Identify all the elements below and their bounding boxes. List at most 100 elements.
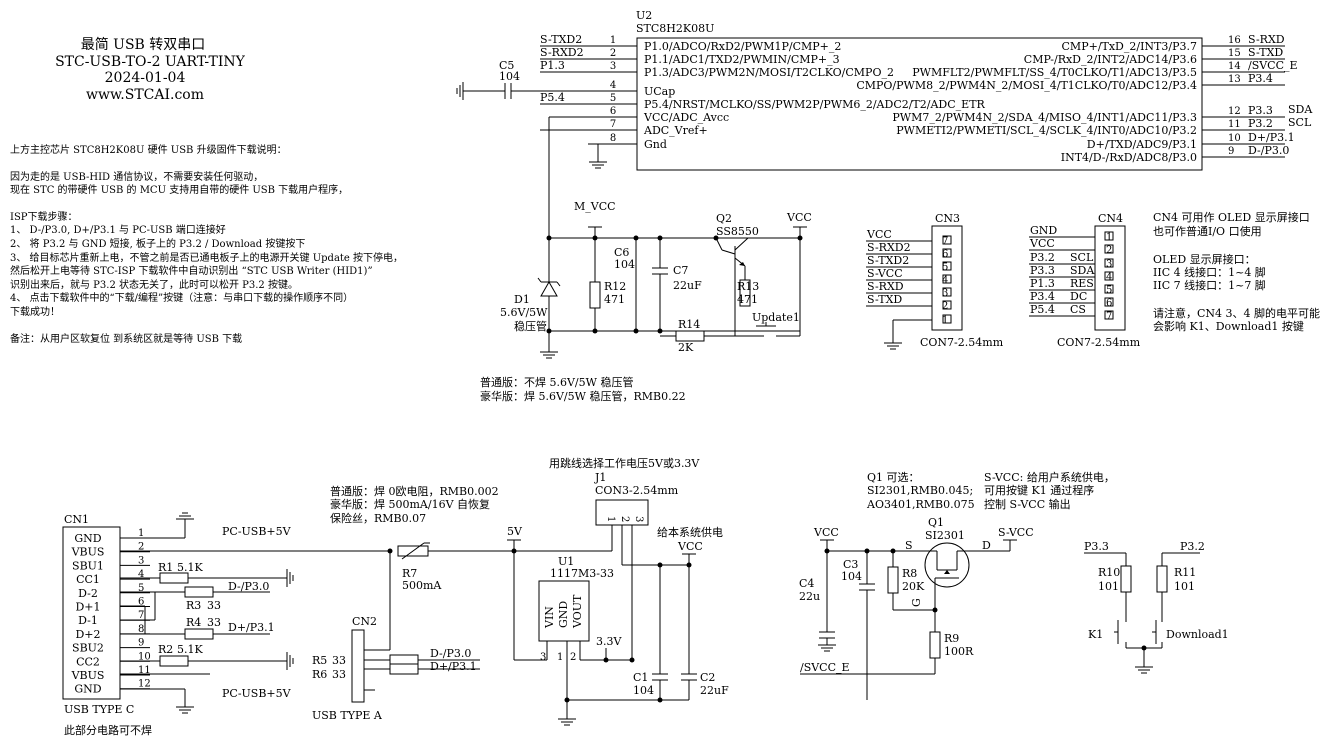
u2-left-pin-name: P5.4/NRST/MCLKO/SS/PWM2P/PWM6_2/ADC2/T2/… [644,98,986,111]
u1-pinnum-vin: 3 [540,652,546,663]
cn4-pin-num: 5 [1106,285,1112,296]
q1-g-label: G [910,598,923,607]
u2-right-pin-name: PWMETI2/PWMETI/SCL_4/SCLK_4/INT0/ADC10/P… [896,124,1197,137]
u2-right-net: S-TXD [1248,46,1283,59]
cn4-net: P3.4 [1030,290,1055,303]
q1-note-2: SI2301,RMB0.045; [867,484,973,497]
q1-ref: Q1 [928,516,944,529]
r7-value: 500mA [402,579,442,592]
r6-ref: R6 [312,668,327,681]
j1-pin-2: 2 [619,516,630,522]
u2-left-pin-name: ADC_Vref+ [643,124,708,137]
supply-label: 给本系统供电 [657,525,723,539]
u2-left-pin-name: Gnd [644,138,667,151]
cn4-pin-num: 2 [1106,245,1112,256]
c2-value: 22uF [700,684,729,697]
cn1-pin-name: D+1 [75,601,100,614]
u2-left-pins: 1S-TXD2P1.0/ADCO/RxD2/PWM1P/CMP+_22S-RXD… [540,33,986,151]
c5-value: 104 [499,70,520,83]
note-line: 因为走的是 USB-HID 通信协议，不需要安装任何驱动， [10,171,264,183]
note-line: 2、 将 P3.2 与 GND 短接, 板子上的 P3.2 / Download… [10,238,306,250]
d-plus-label: D+/P3.1 [228,621,275,634]
cn1-pin-num: 6 [138,597,144,608]
u1-ref: U1 [558,555,574,568]
u1-pin-vin: VIN [543,606,556,629]
u2-right-net: D+/P3.1 [1248,131,1295,144]
title-line-4: www.STCAI.com [86,87,204,103]
cn4-net: P3.2 [1030,251,1055,264]
note-line: 3、 给目标芯片重新上电，不管之前是否已通电板子上的电源开关键 Update 按… [10,252,404,264]
u2-right-pin-name: INT4/D-/RxD/ADC8/P3.0 [1061,151,1197,164]
note-line: 备注：从用户区软复位 到系统区就是等待 USB 下载 [10,333,243,345]
q2-part: SS8550 [716,225,759,238]
u1-part: 1117M3-33 [550,567,614,580]
cn4-func: DC [1070,290,1087,303]
u1-pinnum-vout: 2 [570,652,576,663]
r7-fuse: R7 500mA 普通版：焊 0欧电阻，RMB0.002 豪华版：焊 500mA… [330,484,612,592]
j1-pin-1: 1 [605,516,616,522]
cn2-d-plus: D+/P3.1 [430,660,477,673]
r12-resistor: R12 471 [589,238,626,331]
r13-resistor: R13 471 [737,279,759,307]
u2-right-net: D-/P3.0 [1248,144,1289,157]
u2-right-extra: SCL [1288,116,1312,129]
c3-value: 104 [841,570,862,583]
download-label: Download1 [1166,628,1229,641]
u2-pin-num: 15 [1228,48,1241,59]
cn4-note-line: CN4 可用作 OLED 显示屏接口 [1153,211,1310,224]
cn1-pin-name: VBUS [71,669,105,682]
r7-ref: R7 [402,567,417,580]
u2-pin-num: 7 [610,119,616,130]
cn1-pin-num: 5 [138,583,144,594]
cn1-pin-name: CC1 [76,573,100,586]
u2-left-pin-name: UCap [644,85,675,98]
j1-ref: J1 [594,471,606,484]
r4-ref: R4 [186,616,201,629]
cn2-type: USB TYPE A [312,709,383,722]
cn4-net: P3.3 [1030,264,1055,277]
c7-capacitor: C7 22uF [652,238,702,331]
cn1-pin-name: GND [74,683,101,696]
version-note-1: 普通版：不焊 5.6V/5W 稳压管 [480,375,633,389]
cn4-pin-num: 4 [1106,272,1112,283]
vbus-wiring: PC-USB+5V PC-USB+5V [120,525,393,700]
cn3-net: S-VCC [867,267,903,280]
cn3-net: S-TXD [867,293,902,306]
vcc-label-top: VCC [786,211,812,224]
c5-capacitor: C5 104 [456,59,637,101]
r2-value: 5.1K [177,643,203,656]
cn1-type: USB TYPE C [64,703,134,716]
pc-usb-label-bottom: PC-USB+5V [222,687,292,700]
title-line-2: STC-USB-TO-2 UART-TINY [55,54,246,70]
u2-pin-num: 8 [610,133,616,144]
k1-label: K1 [1088,628,1103,641]
cn1-pin-num: 10 [138,651,151,662]
note-gap [10,320,450,333]
cn4-note-line: OLED 显示屏接口： [1153,253,1256,266]
r10-value: 101 [1098,580,1119,593]
cn2-ref: CN2 [352,615,377,628]
u2-right-pin-name: PWM7_2/PWM4N_2/SDA_4/MISO_4/INT1/ADC11/P… [892,111,1197,124]
note-gap [10,158,450,171]
cn1-pin-name: SBU2 [72,642,104,655]
note-line: 现在 STC 的带硬件 USB 的 MCU 支持用自带的硬件 USB 下载用户程… [10,185,349,197]
r1-ref: R1 [158,561,173,574]
c6-capacitor: C6 104 [614,238,637,331]
cn3-pin-num: 3 [942,288,948,299]
cn4-ref: CN4 [1098,212,1123,225]
c3-ref: C3 [843,558,858,571]
title-line-3: 2024-01-04 [105,70,186,86]
u2-pin-num: 1 [610,35,616,46]
u2-pin-num: 3 [610,61,616,72]
u2-pin-num: 13 [1228,74,1241,85]
u2-pin-num: 14 [1228,61,1241,72]
r8-value: 20K [902,580,925,593]
cn4-pin-num: 1 [1106,232,1112,243]
u2-pin-num: 11 [1228,119,1241,130]
u2-pin-num: 5 [610,93,616,104]
cn4-net: GND [1030,224,1057,237]
cn3-pin-num: 1 [942,315,948,326]
